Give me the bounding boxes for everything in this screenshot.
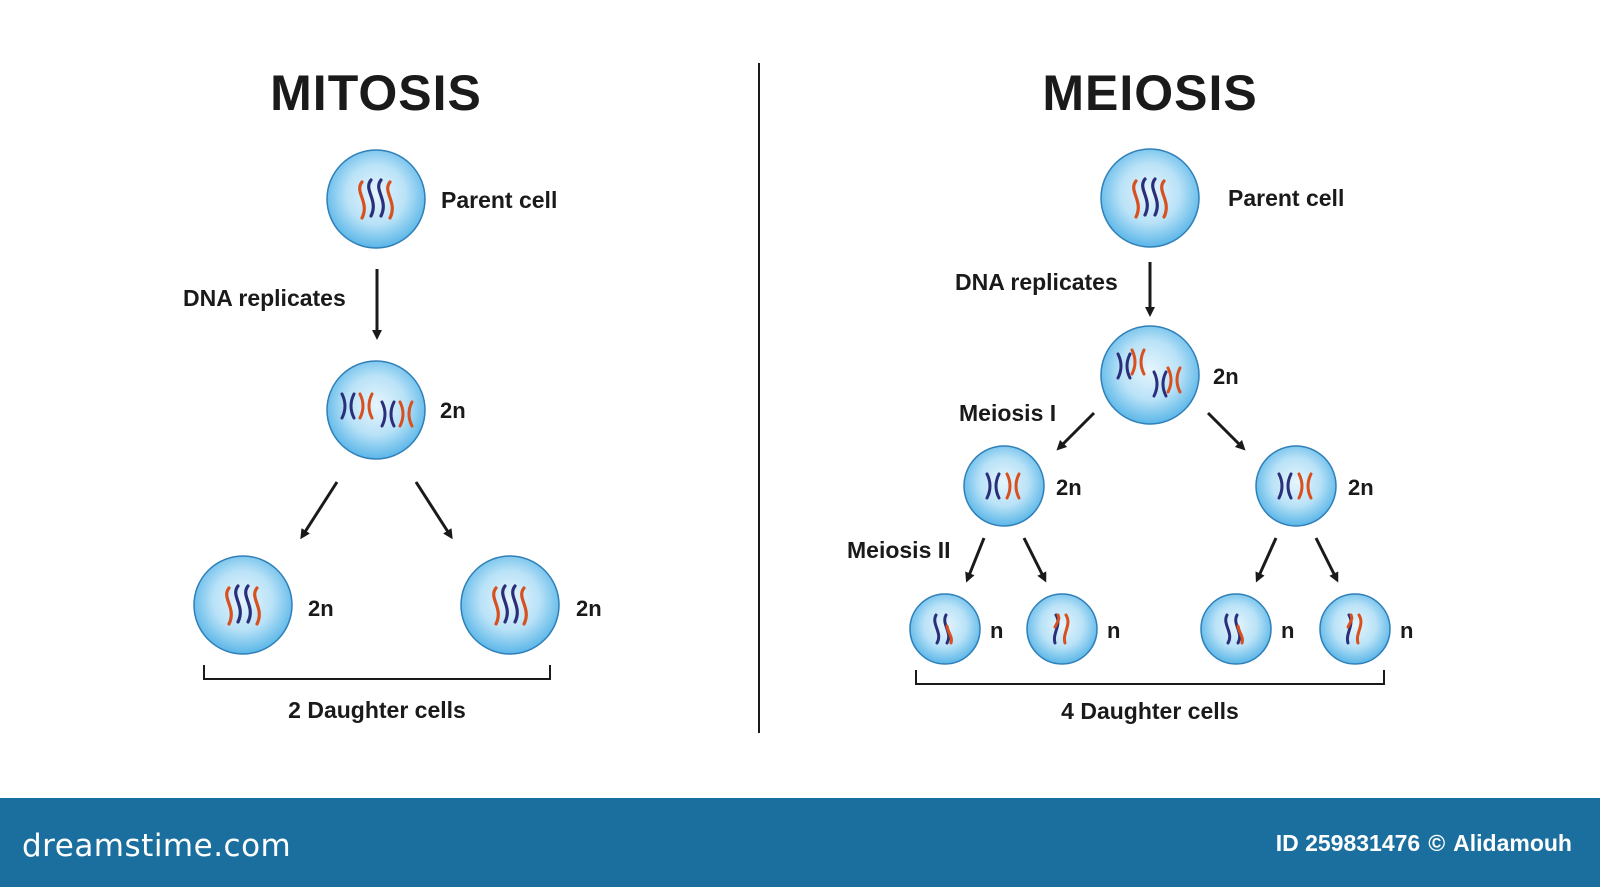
meiosis-daughter-bracket [915, 670, 1385, 685]
meiosis-replicated-ploidy: 2n [1213, 364, 1239, 389]
meiosis-daughter-2-ploidy: n [1107, 618, 1120, 643]
meiosis-daughter-cell-2 [1026, 593, 1098, 665]
mitosis-replicated-ploidy: 2n [440, 398, 466, 423]
meiosis-daughter-label: 4 Daughter cells [1061, 698, 1239, 724]
meiosis2-arrow-4 [1314, 537, 1339, 583]
meiosis1-cell-left [963, 445, 1045, 527]
meiosis1-cell-right [1255, 445, 1337, 527]
meiosis-daughter-1-ploidy: n [990, 618, 1003, 643]
author-name: Alidamouh [1453, 830, 1572, 856]
meiosis1-arrow-right [1206, 411, 1246, 451]
mitosis-daughter-cell-right [460, 555, 560, 655]
mitosis-replicated-cell [326, 360, 426, 460]
meiosis-stage2-label: Meiosis II [847, 537, 951, 563]
meiosis-daughter-3-ploidy: n [1281, 618, 1294, 643]
meiosis2-arrow-2 [1022, 537, 1047, 583]
meiosis1-arrow-left [1056, 411, 1096, 451]
meiosis2-arrow-3 [1255, 537, 1278, 583]
mitosis-title: MITOSIS [270, 65, 482, 121]
mitosis-parent-label: Parent cell [441, 187, 557, 213]
brand-logo: dreamstime.com [22, 828, 292, 864]
mitosis-replicate-label: DNA replicates [183, 285, 346, 311]
meiosis1-right-ploidy: 2n [1348, 475, 1374, 500]
copyright-symbol: © [1428, 830, 1446, 856]
meiosis-parent-label: Parent cell [1228, 185, 1344, 211]
image-credit: ID 259831476 © Alidamouh [1268, 830, 1572, 857]
mitosis-daughter-cell-left [193, 555, 293, 655]
image-id: ID 259831476 [1275, 830, 1421, 856]
meiosis-parent-cell [1100, 148, 1200, 248]
mitosis-daughter-label: 2 Daughter cells [288, 697, 466, 723]
meiosis-stage1-label: Meiosis I [959, 400, 1056, 426]
meiosis-daughter-cell-1 [909, 593, 981, 665]
mitosis-daughter-right-ploidy: 2n [576, 596, 602, 621]
mitosis-parent-cell [326, 149, 426, 249]
meiosis-replicate-label: DNA replicates [955, 269, 1118, 295]
mitosis-daughter-left-ploidy: 2n [308, 596, 334, 621]
meiosis-daughter-cell-3 [1200, 593, 1272, 665]
mitosis-arrow-right [414, 481, 453, 540]
meiosis2-arrow-1 [965, 537, 986, 583]
meiosis-title: MEIOSIS [1042, 65, 1257, 121]
meiosis-daughter-4-ploidy: n [1400, 618, 1413, 643]
meiosis-replicated-cell [1100, 325, 1200, 425]
mitosis-meiosis-diagram: MITOSIS Parent cell DNA replicates 2n 2n… [183, 63, 1413, 733]
footer-bar: dreamstime.com ID 259831476 © Alidamouh [0, 798, 1600, 887]
mitosis-arrow-left [300, 481, 339, 540]
meiosis-daughter-cell-4 [1319, 593, 1391, 665]
meiosis1-left-ploidy: 2n [1056, 475, 1082, 500]
mitosis-daughter-bracket [203, 665, 551, 680]
